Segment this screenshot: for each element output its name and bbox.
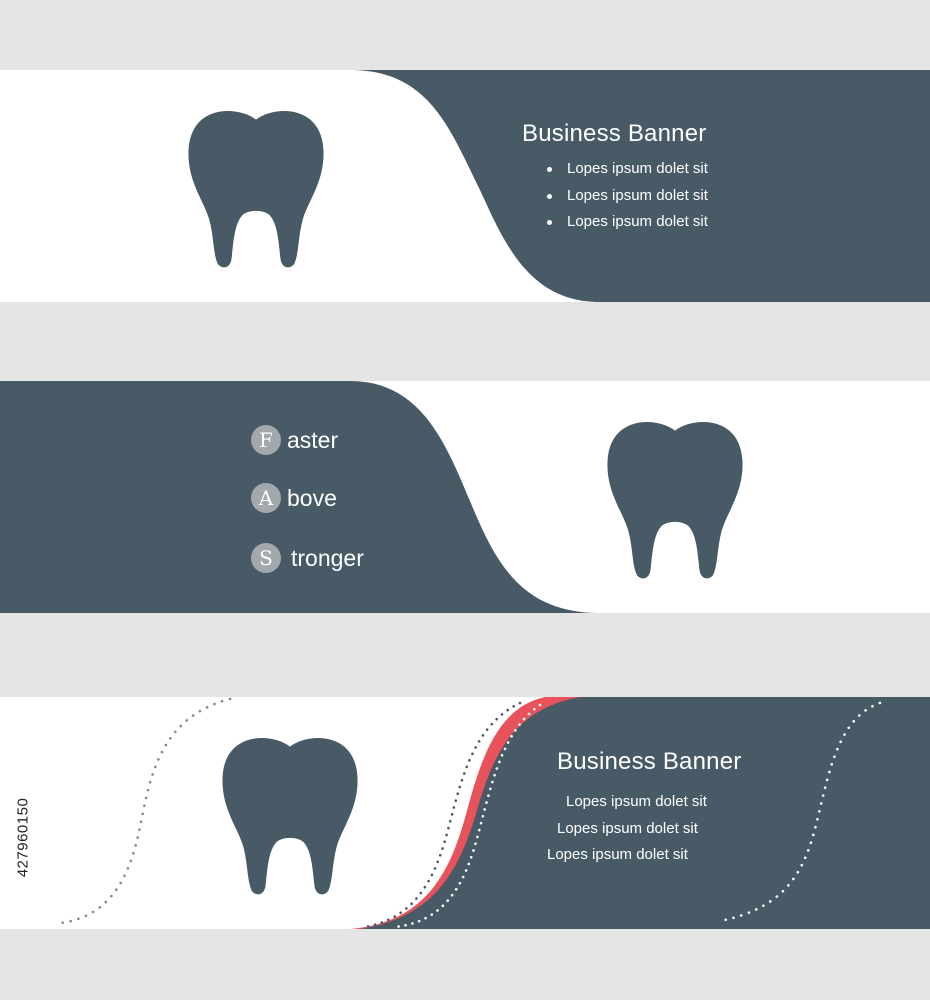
banner-two: F aster A bove S tronger — [0, 381, 930, 613]
banner-three-title: Business Banner — [557, 748, 742, 775]
list-item: Lopes ipsum dolet sit — [543, 156, 708, 183]
dotted-curve-right — [718, 701, 882, 923]
stock-id: 427960150 — [14, 797, 32, 877]
letter-badge: S — [251, 543, 281, 573]
banner-one-title: Business Banner — [522, 120, 707, 147]
dotted-curve-left — [58, 697, 232, 925]
dotted-curve-mid-dark — [363, 701, 522, 929]
list-item: Lopes ipsum dolet sit — [557, 820, 698, 837]
banner-two-wave — [0, 381, 600, 613]
list-item: Lopes ipsum dolet sit — [547, 846, 688, 863]
tooth-icon — [220, 729, 360, 895]
list-item: Lopes ipsum dolet sit — [543, 183, 708, 210]
banner-three: Business Banner Lopes ipsum dolet sit Lo… — [0, 697, 930, 929]
letter-badge: A — [251, 483, 281, 513]
acronym-word: tronger — [291, 544, 364, 571]
list-item: Lopes ipsum dolet sit — [566, 793, 707, 810]
acronym-row-faster: F aster — [251, 425, 338, 455]
acronym-word: bove — [287, 484, 337, 511]
list-item: Lopes ipsum dolet sit — [543, 209, 708, 236]
banner-one-wave — [350, 70, 930, 302]
banner-one-list: Lopes ipsum dolet sit Lopes ipsum dolet … — [543, 156, 708, 236]
acronym-row-above: A bove — [251, 483, 337, 513]
banner-one: Business Banner Lopes ipsum dolet sit Lo… — [0, 70, 930, 302]
tooth-icon — [186, 102, 326, 268]
letter-badge: F — [251, 425, 281, 455]
acronym-row-stronger: S tronger — [251, 543, 364, 573]
banner-three-wave — [58, 697, 930, 929]
tooth-icon — [605, 413, 745, 579]
acronym-word: aster — [287, 426, 339, 453]
dotted-curve-mid-light — [393, 703, 542, 929]
